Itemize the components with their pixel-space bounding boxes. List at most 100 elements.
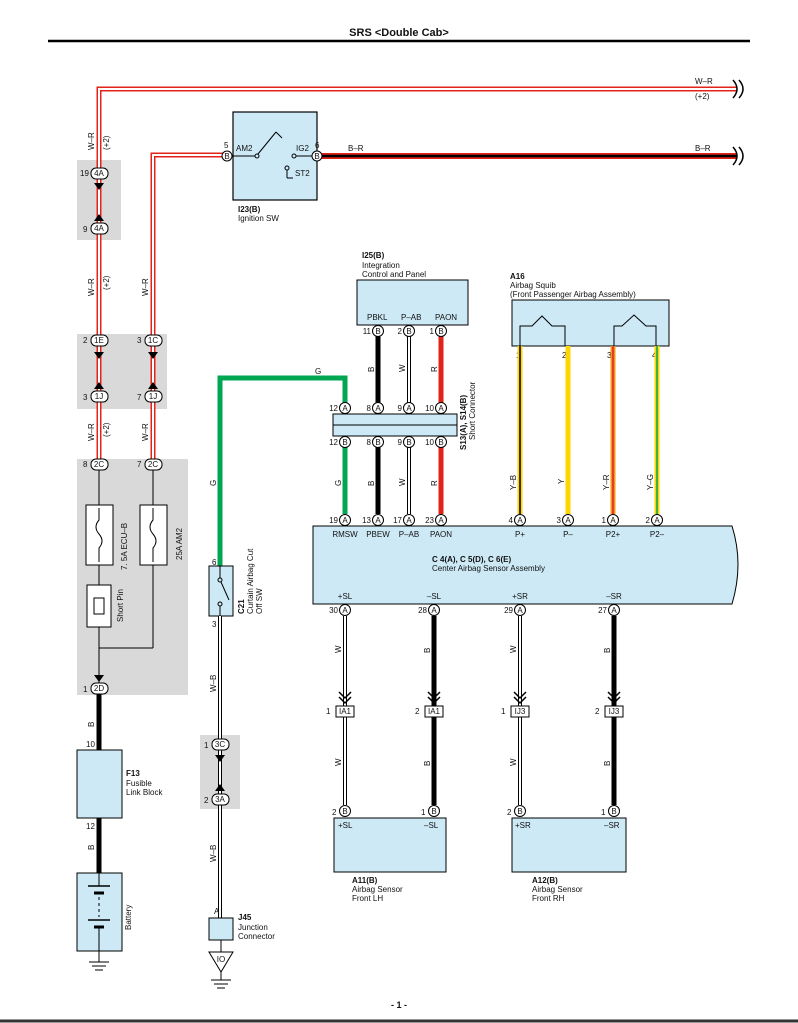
fusible-id: F13 bbox=[126, 769, 140, 778]
short-pin-bottom-1: B8 bbox=[367, 436, 384, 448]
squib-pin-2: 2 bbox=[562, 351, 567, 360]
fusible-name-2: Link Block bbox=[126, 788, 163, 797]
svg-text:B: B bbox=[438, 327, 443, 336]
wire-label-plus2-1: (+2) bbox=[102, 135, 111, 150]
wire-label-w-r-3: W–R bbox=[141, 278, 150, 296]
svg-text:29: 29 bbox=[504, 606, 513, 615]
svg-text:3A: 3A bbox=[215, 795, 225, 804]
svg-text:R: R bbox=[430, 366, 439, 372]
junction-connector-j45: A J45 Junction Connector IO bbox=[208, 907, 275, 989]
svg-text:IJ3: IJ3 bbox=[609, 707, 620, 716]
svg-text:B: B bbox=[406, 327, 411, 336]
svg-text:A: A bbox=[406, 516, 412, 525]
svg-text:B: B bbox=[423, 648, 432, 653]
svg-text:9: 9 bbox=[398, 404, 403, 413]
connector-2c-right: 2C 7 bbox=[137, 458, 163, 471]
svg-text:7: 7 bbox=[137, 460, 142, 469]
svg-text:A: A bbox=[438, 404, 444, 413]
svg-text:17: 17 bbox=[393, 516, 402, 525]
fusible-link-box bbox=[76, 749, 123, 819]
svg-text:IA1: IA1 bbox=[339, 707, 352, 716]
svg-text:Junction: Junction bbox=[238, 923, 268, 932]
fusible-name-1: Fusible bbox=[126, 779, 152, 788]
center-bottom-pin-27: A27–SR bbox=[598, 592, 622, 616]
svg-text:A: A bbox=[214, 907, 220, 916]
sensor-lh-id: A11(B) bbox=[352, 876, 378, 885]
connector-2c-left: 2C 8 bbox=[83, 458, 109, 471]
integration-wire-labels: B W R G B W R bbox=[334, 364, 439, 486]
connector-ij3-right: IJ3 2 bbox=[595, 705, 624, 718]
wire-label-plus2-top: (+2) bbox=[695, 92, 710, 101]
svg-text:8: 8 bbox=[367, 438, 372, 447]
svg-text:–SR: –SR bbox=[606, 592, 622, 601]
svg-text:3: 3 bbox=[137, 336, 142, 345]
svg-text:A: A bbox=[565, 516, 571, 525]
integration-panel-id: I25(B) bbox=[362, 251, 385, 260]
svg-text:B: B bbox=[367, 367, 376, 372]
svg-text:4: 4 bbox=[509, 516, 514, 525]
short-pin: Short Pin bbox=[86, 584, 125, 628]
wire-label-b-r-left: B–R bbox=[348, 144, 364, 153]
svg-text:R: R bbox=[430, 480, 439, 486]
airbag-squib-name-1: Airbag Squib bbox=[510, 281, 556, 290]
wire-label-b-1: B bbox=[87, 722, 96, 727]
svg-text:23: 23 bbox=[425, 516, 434, 525]
svg-text:1C: 1C bbox=[148, 336, 158, 345]
svg-text:30: 30 bbox=[329, 606, 338, 615]
ignition-switch-symbol bbox=[233, 131, 312, 179]
svg-text:9: 9 bbox=[83, 225, 88, 234]
svg-text:2C: 2C bbox=[94, 460, 104, 469]
panel-pin-1: B2 bbox=[398, 325, 415, 337]
svg-text:A: A bbox=[517, 516, 523, 525]
wire-chevrons bbox=[338, 691, 621, 705]
ignition-pin-6-num: 6 bbox=[315, 141, 320, 150]
sensor-pins: B 2 B 1 B 2 B 1 bbox=[332, 805, 620, 817]
svg-text:3: 3 bbox=[557, 516, 562, 525]
wire-label-b-2: B bbox=[87, 845, 96, 850]
svg-text:W: W bbox=[398, 478, 407, 486]
wire-label-w-r-5: W–R bbox=[141, 423, 150, 441]
svg-text:1: 1 bbox=[602, 516, 607, 525]
svg-text:1: 1 bbox=[421, 808, 426, 817]
svg-text:A: A bbox=[517, 606, 523, 615]
svg-text:1: 1 bbox=[430, 327, 435, 336]
svg-text:Y–R: Y–R bbox=[602, 474, 611, 490]
svg-text:Off SW: Off SW bbox=[255, 588, 264, 614]
svg-text:4A: 4A bbox=[94, 169, 104, 178]
svg-text:B: B bbox=[438, 438, 443, 447]
ignition-pin-5-num: 5 bbox=[224, 141, 229, 150]
svg-text:11: 11 bbox=[363, 327, 372, 336]
integration-panel-name-2: Control and Panel bbox=[362, 270, 426, 279]
ignition-switch-name: Ignition SW bbox=[238, 214, 279, 223]
center-sensor-top-pins: A19RMSWA13PBEWA17P–ABA23PAONA4P+A3P–A1P2… bbox=[329, 514, 665, 539]
svg-text:P2+: P2+ bbox=[606, 530, 621, 539]
ignition-am2-label: AM2 bbox=[236, 144, 253, 153]
svg-text:2: 2 bbox=[507, 808, 512, 817]
svg-text:A: A bbox=[654, 516, 660, 525]
svg-text:1J: 1J bbox=[149, 392, 157, 401]
short-connector-id: S13(A), S14(B) bbox=[459, 395, 468, 450]
svg-text:13: 13 bbox=[362, 516, 371, 525]
svg-text:B: B bbox=[375, 327, 380, 336]
junction-block-wiring bbox=[98, 470, 154, 683]
svg-text:Y–G: Y–G bbox=[646, 474, 655, 490]
wire-label-b-r-right: B–R bbox=[695, 144, 711, 153]
page-number: - 1 - bbox=[391, 1000, 407, 1010]
wire-label-w-r-4: W–R bbox=[87, 423, 96, 441]
ignition-pin-5-letter: B bbox=[224, 152, 229, 161]
wire-break-b-r bbox=[732, 146, 744, 166]
svg-text:W: W bbox=[509, 645, 518, 653]
connector-1e: 1E 2 bbox=[83, 334, 109, 359]
wire-label-w-b-2: W–B bbox=[209, 845, 218, 862]
sensor-lh-name-1: Airbag Sensor bbox=[352, 885, 403, 894]
sensor-rh-minus: –SR bbox=[604, 821, 620, 830]
wire-label-plus2-2: (+2) bbox=[102, 275, 111, 290]
svg-text:A: A bbox=[431, 606, 437, 615]
svg-text:Y–B: Y–B bbox=[509, 475, 518, 490]
squib-wire-labels: Y–B Y Y–R Y–G bbox=[509, 474, 655, 490]
svg-text:1: 1 bbox=[204, 741, 209, 750]
fuse-ecu-b: 7. 5A ECU–B bbox=[85, 504, 129, 570]
